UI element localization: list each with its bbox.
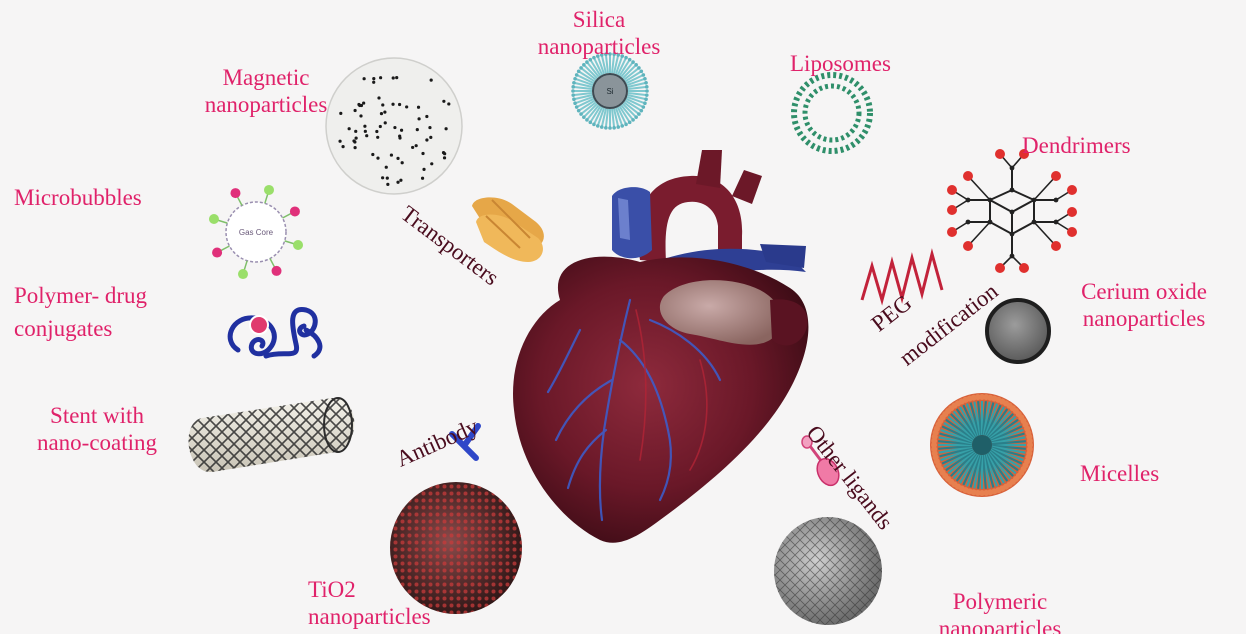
stent-icon	[189, 398, 355, 472]
polymer-drug-conjugate-icon	[230, 309, 320, 356]
silica-nanoparticle-icon: Si	[571, 52, 649, 130]
microbubble-icon: Gas Core	[209, 185, 303, 279]
silica-core-mark: Si	[606, 87, 613, 96]
micelle-icon	[930, 393, 1034, 497]
liposome-icon	[794, 75, 870, 151]
polymer-drug-label-line1: Polymer- drug	[14, 282, 147, 309]
tio2-label: TiO2 nanoparticles	[308, 576, 431, 630]
magnetic-label-line2: nanoparticles	[196, 91, 336, 118]
cerium-label-line2: nanoparticles	[1054, 305, 1234, 332]
microbubble-core-mark: Gas Core	[239, 228, 274, 237]
polymer-drug-label: Polymer- drug conjugates	[14, 282, 147, 342]
liposomes-label: Liposomes	[790, 50, 891, 77]
stent-label-line2: nano-coating	[12, 429, 182, 456]
polymeric-label-line2: nanoparticles	[910, 615, 1090, 634]
dendrimer-icon	[947, 149, 1077, 273]
microbubbles-label: Microbubbles	[14, 184, 142, 211]
stent-label-line1: Stent with	[12, 402, 182, 429]
cerium-label-line1: Cerium oxide	[1054, 278, 1234, 305]
polymer-drug-label-line2: conjugates	[14, 315, 147, 342]
magnetic-label: Magnetic nanoparticles	[196, 64, 336, 118]
cerium-oxide-particle-icon	[987, 300, 1049, 362]
heart-illustration	[513, 150, 808, 543]
magnetic-nanoparticle-icon	[326, 58, 462, 194]
micelles-label: Micelles	[1080, 460, 1159, 487]
dendrimers-label: Dendrimers	[1022, 132, 1131, 159]
silica-label: Silica nanoparticles	[514, 6, 684, 60]
silica-label-line2: nanoparticles	[514, 33, 684, 60]
stent-label: Stent with nano-coating	[12, 402, 182, 456]
polymeric-label: Polymeric nanoparticles	[910, 588, 1090, 634]
tio2-label-line1: TiO2	[308, 576, 431, 603]
cerium-label: Cerium oxide nanoparticles	[1054, 278, 1234, 332]
tio2-label-line2: nanoparticles	[308, 603, 431, 630]
polymeric-label-line1: Polymeric	[910, 588, 1090, 615]
transporter-icon	[472, 197, 544, 262]
silica-label-line1: Silica	[514, 6, 684, 33]
polymeric-nanoparticle-icon	[774, 517, 882, 625]
magnetic-label-line1: Magnetic	[196, 64, 336, 91]
